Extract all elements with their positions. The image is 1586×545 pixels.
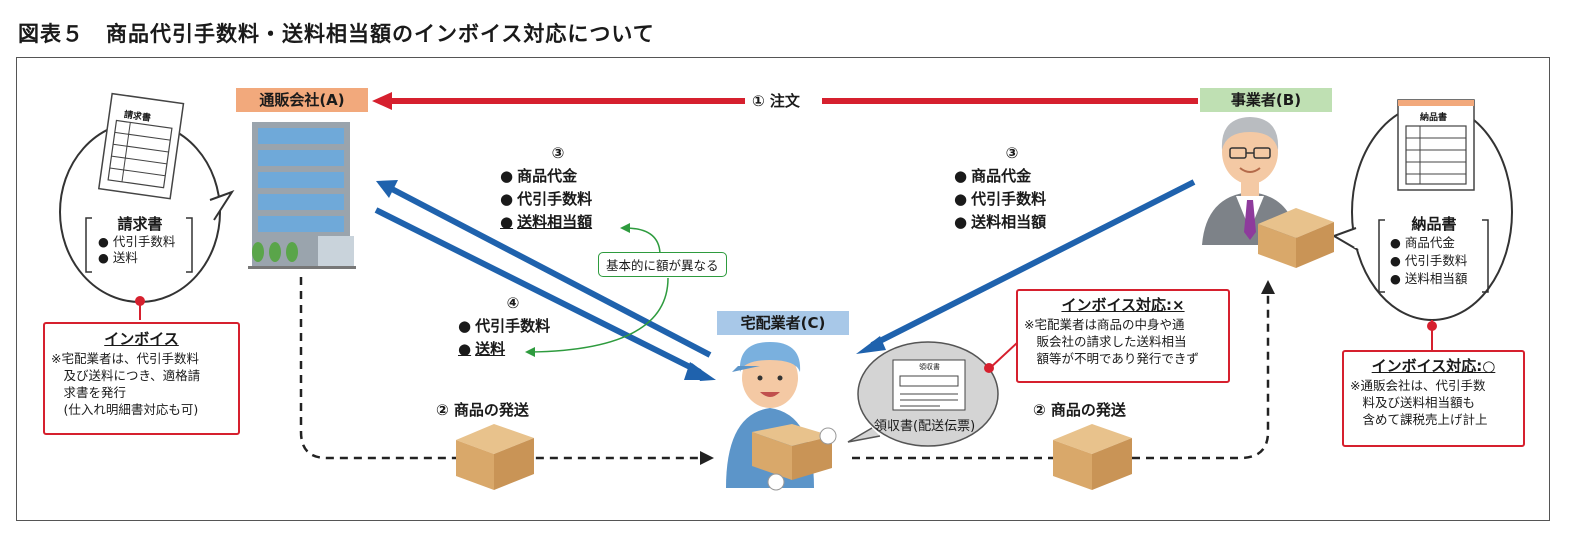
label-courier-c: 宅配業者(C): [717, 311, 849, 335]
payment-arrows: [374, 179, 1196, 381]
payment-b-item: 代引手数料: [954, 188, 1070, 211]
invoice-box-a-note: ※宅配業者は、代引手数料 及び送料につき、適格請 求書を発行 (仕入れ明細書対応…: [51, 351, 201, 417]
building-icon: [248, 122, 356, 269]
invoice-document-icon: [97, 92, 185, 200]
invoice-box-b: インボイス対応:○ ※通販会社は、代引手数 料及び送料相当額も 含めて課税売上げ…: [1342, 350, 1525, 447]
label-company-a: 通販会社(A): [236, 88, 368, 112]
invoice-box-c-title: インボイス対応:×: [1061, 296, 1185, 314]
invoice-box-a: インボイス ※宅配業者は、代引手数料 及び送料につき、適格請 求書を発行 (仕入…: [43, 322, 240, 435]
bubble-b-item: 商品代金: [1390, 234, 1480, 252]
invoice-box-b-note: ※通販会社は、代引手数 料及び送料相当額も 含めて課税売上げ計上: [1350, 378, 1488, 427]
receipt-caption: 領収書(配送伝票): [874, 419, 976, 434]
remit-item: 送料: [458, 338, 568, 361]
delivery-document-icon: [1397, 99, 1475, 191]
difference-note: 基本的に額が異なる: [598, 252, 727, 277]
bubble-b-content: 納品書 商品代金 代引手数料 送料相当額: [1388, 213, 1480, 288]
invoice-box-a-title: インボイス: [104, 330, 179, 348]
remit-list: ④ 代引手数料 送料: [458, 292, 568, 361]
diagram-frame: [16, 57, 1550, 521]
order-label: ① 注文: [752, 92, 800, 110]
bubble-b-item: 送料相当額: [1390, 270, 1480, 288]
bubble-a-title: 請求書: [117, 215, 163, 233]
bubble-a-content: 請求書 代引手数料 送料: [96, 213, 184, 266]
payment-a-item: 送料相当額: [500, 211, 616, 234]
payment-a-number: ③: [551, 144, 565, 162]
delivery-doc-title: 納品書: [1420, 113, 1448, 123]
parcel-icon-b: [1258, 208, 1334, 268]
payment-list-b: ③ 商品代金 代引手数料 送料相当額: [954, 142, 1070, 234]
label-business-b: 事業者(B): [1200, 88, 1332, 112]
bubble-a-item: 代引手数料: [98, 234, 184, 250]
bubble-a-item: 送料: [98, 250, 184, 266]
ship-label-left: ② 商品の発送: [436, 401, 529, 419]
receipt-bubble: [847, 341, 1019, 447]
receipt-doc-title: 領収書: [919, 363, 940, 371]
payment-b-number: ③: [1005, 144, 1019, 162]
delivery-person-icon: [726, 342, 837, 491]
payment-b-item: 商品代金: [954, 165, 1070, 188]
remit-number: ④: [506, 294, 520, 312]
invoice-box-c-note: ※宅配業者は商品の中身や通 販会社の請求した送料相当 額等が不明であり発行できず: [1024, 317, 1199, 366]
bubble-b-item: 代引手数料: [1390, 252, 1480, 270]
payment-list-a: ③ 商品代金 代引手数料 送料相当額: [500, 142, 616, 234]
order-arrow: [372, 92, 1198, 110]
page-title: 図表５ 商品代引手数料・送料相当額のインボイス対応について: [18, 22, 655, 46]
shipping-lines: [299, 277, 1270, 460]
remit-item: 代引手数料: [458, 315, 568, 338]
parcel-icon-right: [1053, 424, 1132, 490]
invoice-box-c: インボイス対応:× ※宅配業者は商品の中身や通 販会社の請求した送料相当 額等が…: [1016, 289, 1230, 383]
ship-label-right: ② 商品の発送: [1033, 401, 1126, 419]
payment-a-item: 商品代金: [500, 165, 616, 188]
payment-b-item: 送料相当額: [954, 211, 1070, 234]
parcel-icon-left: [456, 424, 534, 490]
bubble-brackets: [85, 217, 1489, 293]
bubble-b-title: 納品書: [1411, 215, 1457, 233]
payment-a-item: 代引手数料: [500, 188, 616, 211]
invoice-box-b-title: インボイス対応:○: [1371, 357, 1496, 375]
